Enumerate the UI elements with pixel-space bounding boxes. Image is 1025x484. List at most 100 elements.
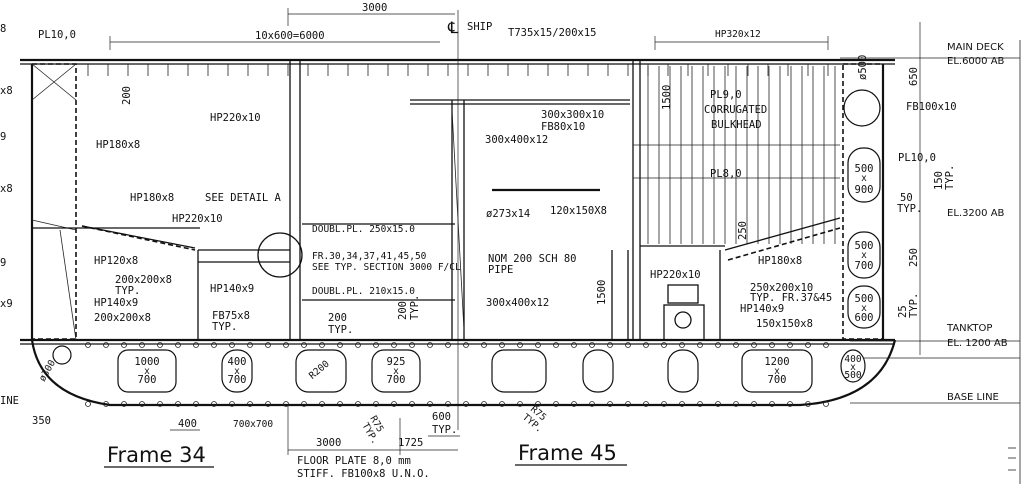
frame34-structure — [81, 60, 455, 340]
label-300x400-upper: 300x400x12 — [485, 134, 548, 146]
floor-stiffener-hole — [571, 401, 577, 407]
floor-stiffener-hole — [229, 401, 235, 407]
floor-stiffener-hole — [121, 401, 127, 407]
floor-stiffener-hole — [553, 401, 559, 407]
label-hp120: HP120x8 — [94, 255, 138, 267]
label-150x150: 150x150x8 — [756, 318, 813, 330]
label-pipe-273: ø273x14 — [486, 208, 530, 220]
tanktop-stiffener-hole — [409, 342, 415, 348]
label-hp140-left: HP140x9 — [94, 297, 138, 309]
label-stiff: STIFF. FB100x8 U.N.O. — [297, 468, 430, 480]
label-typ-c: TYP. — [328, 324, 353, 336]
svg-text:x: x — [861, 173, 867, 184]
tanktop-stiffener-hole — [517, 342, 523, 348]
label-250-v: 250 — [737, 221, 749, 240]
tanktop-stiffener-hole — [337, 342, 343, 348]
label-main-deck: MAIN DECK — [947, 42, 1004, 53]
label-typ-b: TYP. — [212, 321, 237, 333]
svg-text:500: 500 — [855, 293, 874, 305]
floor-stiffener-hole — [103, 401, 109, 407]
label-typ-g: TYP. — [908, 293, 920, 318]
floor-stiffener-hole — [481, 401, 487, 407]
floor-stiffener-hole — [463, 401, 469, 407]
svg-text:700: 700 — [228, 374, 247, 386]
manhole-1: 1000 x 700 — [117, 349, 177, 393]
tanktop-stiffener-hole — [103, 342, 109, 348]
svg-text:x: x — [861, 250, 867, 261]
tanktop-stiffener-hole — [607, 342, 613, 348]
floor-stiffener-hole — [625, 401, 631, 407]
tanktop-stiffener-hole — [229, 342, 235, 348]
svg-text:700: 700 — [138, 374, 157, 386]
crop-marks — [1008, 40, 1021, 484]
label-300x400-lower: 300x400x12 — [486, 297, 549, 309]
manhole-r200: R200 — [295, 349, 347, 393]
side-hole-o500 — [843, 89, 881, 127]
label-x8b: x8 — [0, 183, 13, 195]
label-hp320: HP320x12 — [715, 29, 761, 40]
label-400: 400 — [178, 418, 197, 430]
label-150: 150 — [933, 171, 945, 190]
label-hp140-mid: HP140x9 — [210, 283, 254, 295]
label-x9: x9 — [0, 298, 13, 310]
tanktop-stiffener-hole — [589, 342, 595, 348]
label-200-v: 200 — [121, 86, 133, 105]
tanktop-stiffener-hole — [751, 342, 757, 348]
tanktop-stiffener-hole — [769, 342, 775, 348]
tanktop-stiffener-hole — [625, 342, 631, 348]
svg-text:1200: 1200 — [764, 356, 789, 368]
label-fr-list: FR.30,34,37,41,45,50 — [312, 251, 427, 262]
floor-stiffener-hole — [427, 401, 433, 407]
svg-text:500: 500 — [844, 370, 861, 381]
frame34-title: Frame 34 — [107, 443, 206, 467]
label-1725: 1725 — [398, 437, 423, 449]
floor-stiffener-hole — [751, 401, 757, 407]
label-floor-plate: FLOOR PLATE 8,0 mm — [297, 455, 411, 467]
label-hp220-low: HP220x10 — [650, 269, 701, 281]
floor-stiffener-hole — [193, 401, 199, 407]
label-hp180-right: HP180x8 — [758, 255, 802, 267]
tanktop-stiffener-hole — [463, 342, 469, 348]
tanktop-stiffener-hole — [499, 342, 505, 348]
manhole-5: 400 x 500 — [840, 349, 866, 383]
svg-text:700: 700 — [768, 374, 787, 386]
label-hp220-mid: HP220x10 — [172, 213, 223, 225]
floor-stiffener-hole — [517, 401, 523, 407]
label-300x300: 300x300x10 — [541, 109, 604, 121]
label-hp220-upper: HP220x10 — [210, 112, 261, 124]
label-9b: 9 — [0, 257, 6, 269]
label-typ-f: TYP. — [897, 203, 922, 215]
floor-stiffener-hole — [355, 401, 361, 407]
label-doubl-250: DOUBL.PL. 250x15.0 — [312, 224, 415, 235]
floor-stiffener-hole — [301, 401, 307, 407]
svg-text:1000: 1000 — [134, 356, 159, 368]
floor-stiffener-hole — [337, 401, 343, 407]
label-1500-a: 1500 — [661, 85, 673, 110]
label-bulkhead: BULKHEAD — [711, 119, 762, 131]
floor-stiffener-hole — [85, 401, 91, 407]
top-dimensions — [109, 8, 921, 355]
annotation-labels: 8 PL10,0 3000 10x600=6000 ℄ SHIP T735x15… — [0, 2, 1008, 480]
floor-stiffener-hole — [391, 401, 397, 407]
svg-text:700: 700 — [855, 260, 874, 272]
floor-stiffener-hole — [607, 401, 613, 407]
floor-stiffener-hole — [697, 401, 703, 407]
floor-stiffener-hole — [175, 401, 181, 407]
tanktop-stiffener-hole — [211, 342, 217, 348]
svg-text:925: 925 — [387, 356, 406, 368]
floor-stiffeners — [85, 342, 829, 407]
label-700x700: 700x700 — [233, 419, 273, 430]
label-hp180-left: HP180x8 — [96, 139, 140, 151]
label-9: 9 — [0, 131, 6, 143]
svg-text:x: x — [393, 366, 399, 377]
svg-text:700: 700 — [387, 374, 406, 386]
label-o500: ø500 — [857, 55, 869, 80]
tanktop-stiffener-hole — [139, 342, 145, 348]
label-pl10-right: PL10,0 — [898, 152, 936, 164]
label-fb75: FB75x8 — [212, 310, 250, 322]
deck-stiffeners — [87, 64, 829, 76]
floor-stiffener-hole — [823, 401, 829, 407]
label-350: 350 — [32, 415, 51, 427]
label-see-typ: SEE TYP. SECTION 3000 F/CL — [312, 262, 461, 273]
floor-stiffener-hole — [283, 401, 289, 407]
